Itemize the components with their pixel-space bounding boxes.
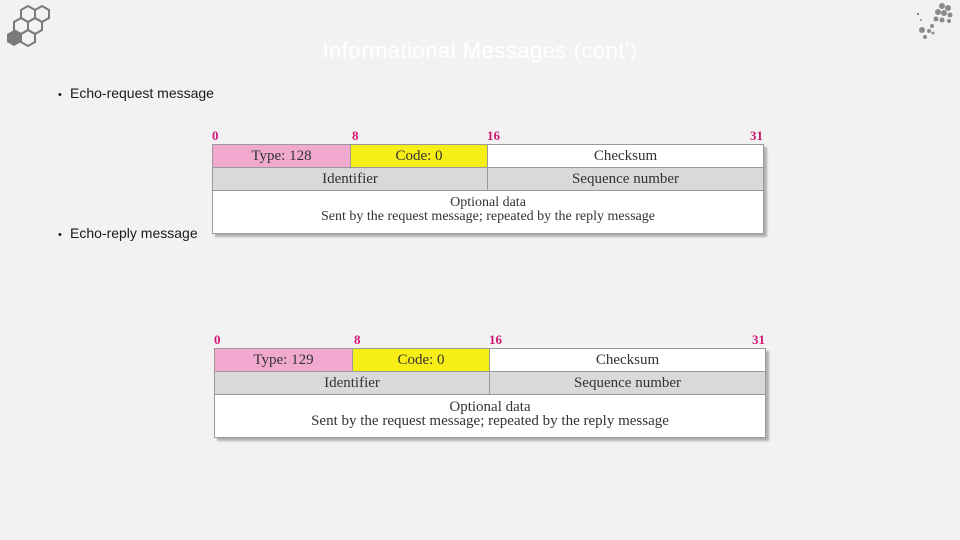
dotted-globe-logo-icon: [916, 3, 953, 39]
type-field: Type: 128: [213, 145, 351, 167]
bit-positions: 0 8 16 31: [212, 128, 764, 144]
sequence-number-field: Sequence number: [488, 168, 763, 190]
checksum-field: Checksum: [488, 145, 763, 167]
bullet-text: Echo-reply message: [70, 225, 198, 241]
optional-data-label: Optional data: [450, 195, 526, 210]
row-type-code-checksum: Type: 129 Code: 0 Checksum: [215, 349, 765, 372]
sequence-number-field: Sequence number: [490, 372, 765, 394]
hexagon-logo-icon: [7, 4, 50, 48]
identifier-field: Identifier: [215, 372, 490, 394]
message-table: Type: 129 Code: 0 Checksum Identifier Se…: [214, 348, 766, 438]
message-table: Type: 128 Code: 0 Checksum Identifier Se…: [212, 144, 764, 234]
bit-label-16: 16: [487, 128, 500, 143]
optional-data-field: Optional data Sent by the request messag…: [215, 397, 765, 437]
bullet-marker: •: [58, 89, 62, 101]
echo-request-format: 0 8 16 31 Type: 128 Code: 0 Checksum Ide…: [212, 128, 764, 234]
bullet-echo-reply: • Echo-reply message: [58, 225, 198, 241]
code-field: Code: 0: [353, 349, 490, 371]
bullet-marker: •: [58, 229, 62, 241]
optional-data-note: Sent by the request message; repeated by…: [311, 413, 669, 429]
bit-label-0: 0: [214, 332, 221, 347]
bit-label-8: 8: [352, 128, 359, 143]
bit-label-8: 8: [354, 332, 361, 347]
row-identifier-sequence: Identifier Sequence number: [213, 168, 763, 191]
bit-label-0: 0: [212, 128, 219, 143]
checksum-field: Checksum: [490, 349, 765, 371]
optional-data-label: Optional data: [449, 399, 531, 415]
type-field: Type: 129: [215, 349, 353, 371]
optional-data-field: Optional data Sent by the request messag…: [213, 193, 763, 233]
echo-reply-format: 0 8 16 31 Type: 129 Code: 0 Checksum Ide…: [214, 332, 766, 438]
bit-label-16: 16: [489, 332, 502, 347]
code-field: Code: 0: [351, 145, 488, 167]
bit-label-31: 31: [750, 128, 763, 143]
bit-label-31: 31: [752, 332, 765, 347]
row-identifier-sequence: Identifier Sequence number: [215, 372, 765, 395]
bullet-text: Echo-request message: [70, 85, 214, 101]
optional-data-note: Sent by the request message; repeated by…: [321, 209, 655, 224]
slide-title: Informational Messages (cont'): [322, 38, 638, 63]
bit-positions: 0 8 16 31: [214, 332, 766, 348]
row-type-code-checksum: Type: 128 Code: 0 Checksum: [213, 145, 763, 168]
identifier-field: Identifier: [213, 168, 488, 190]
bullet-echo-request: • Echo-request message: [58, 85, 214, 101]
